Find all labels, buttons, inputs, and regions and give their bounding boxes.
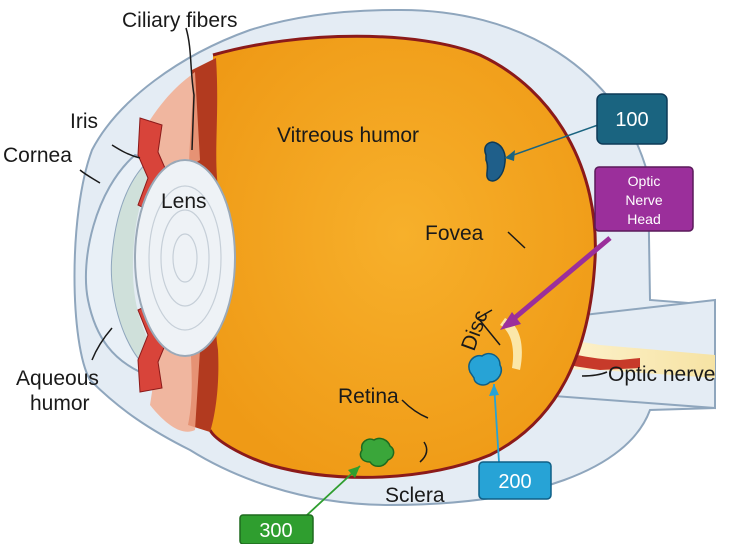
label-aqueous-line2: humor <box>30 392 90 415</box>
vitreous-body <box>210 36 595 477</box>
callout-200: 200 <box>479 462 551 499</box>
label-ciliary-fibers: Ciliary fibers <box>122 9 238 32</box>
label-cornea: Cornea <box>3 144 72 167</box>
callout-onh-line2: Nerve <box>625 192 663 208</box>
callout-100: 100 <box>597 94 667 144</box>
label-vitreous-humor: Vitreous humor <box>277 124 419 147</box>
callout-onh-line1: Optic <box>628 173 661 189</box>
callout-onh: Optic Nerve Head <box>595 167 693 231</box>
callout-100-text: 100 <box>615 109 648 131</box>
label-sclera: Sclera <box>385 484 445 507</box>
label-lens: Lens <box>161 190 207 213</box>
callout-onh-line3: Head <box>627 211 660 227</box>
callout-200-text: 200 <box>498 471 531 493</box>
label-aqueous-line1: Aqueous <box>16 367 99 390</box>
label-iris: Iris <box>70 110 98 133</box>
lesion-200 <box>469 354 501 385</box>
label-fovea: Fovea <box>425 222 484 245</box>
label-optic-nerve: Optic nerve <box>608 363 715 386</box>
callout-300: 300 <box>240 515 313 544</box>
callout-300-text: 300 <box>259 520 292 542</box>
label-retina: Retina <box>338 385 399 408</box>
